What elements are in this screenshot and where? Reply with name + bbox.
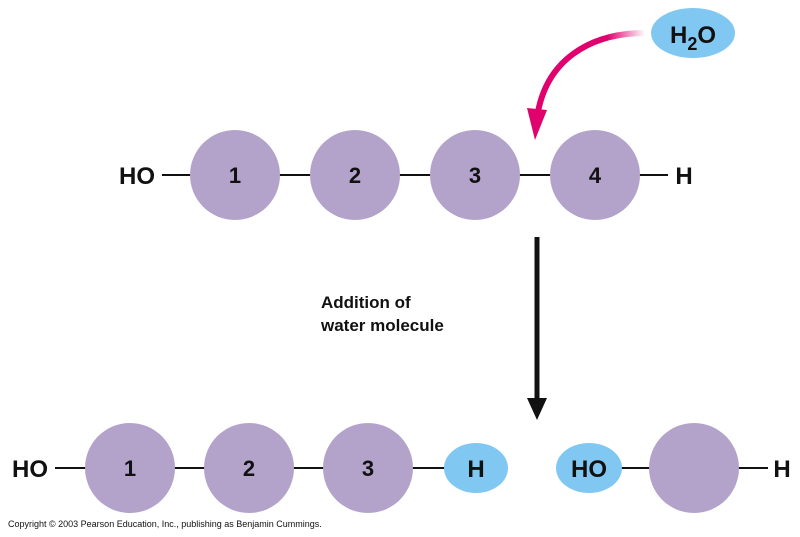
hydrogen-cap-label: H [467, 456, 484, 483]
hydrogen-end: H [773, 456, 790, 483]
water-subscript: 2 [687, 34, 697, 54]
copyright: Copyright © 2003 Pearson Education, Inc.… [8, 519, 322, 529]
monomer [649, 423, 739, 513]
monomer [550, 130, 640, 220]
hydroxyl-end: HO [119, 163, 155, 190]
water-h: H [670, 22, 687, 49]
monomer-label: 4 [589, 163, 602, 188]
monomer-label: 2 [349, 163, 361, 188]
monomer [85, 423, 175, 513]
hydroxyl-end: HO [12, 456, 48, 483]
monomer-label: 2 [243, 456, 255, 481]
monomer [430, 130, 520, 220]
polymer-top: HO H 1 2 3 4 [119, 130, 693, 220]
hydroxyl-cap [556, 443, 622, 493]
svg-text:H2O: H2O [670, 22, 716, 54]
monomer-label: 3 [469, 163, 481, 188]
monomer [310, 130, 400, 220]
hydroxyl-cap-label: HO [571, 456, 607, 483]
monomer [190, 130, 280, 220]
water-molecule: H2O [651, 8, 735, 58]
water-insertion-arrow [527, 30, 646, 140]
monomer-label: 1 [229, 163, 241, 188]
water-o: O [697, 22, 716, 49]
polymer-bottom: HO 1 2 3 H [12, 423, 508, 513]
caption-line2: water molecule [320, 316, 444, 335]
hydrogen-end: H [675, 163, 692, 190]
monomer-label: 3 [362, 456, 374, 481]
released-monomer: HO H [556, 423, 791, 513]
monomer-label: 1 [124, 456, 136, 481]
caption-line1: Addition of [321, 293, 411, 312]
monomer [204, 423, 294, 513]
hydrogen-cap [444, 443, 508, 493]
reaction-arrow [527, 237, 547, 420]
monomer [323, 423, 413, 513]
